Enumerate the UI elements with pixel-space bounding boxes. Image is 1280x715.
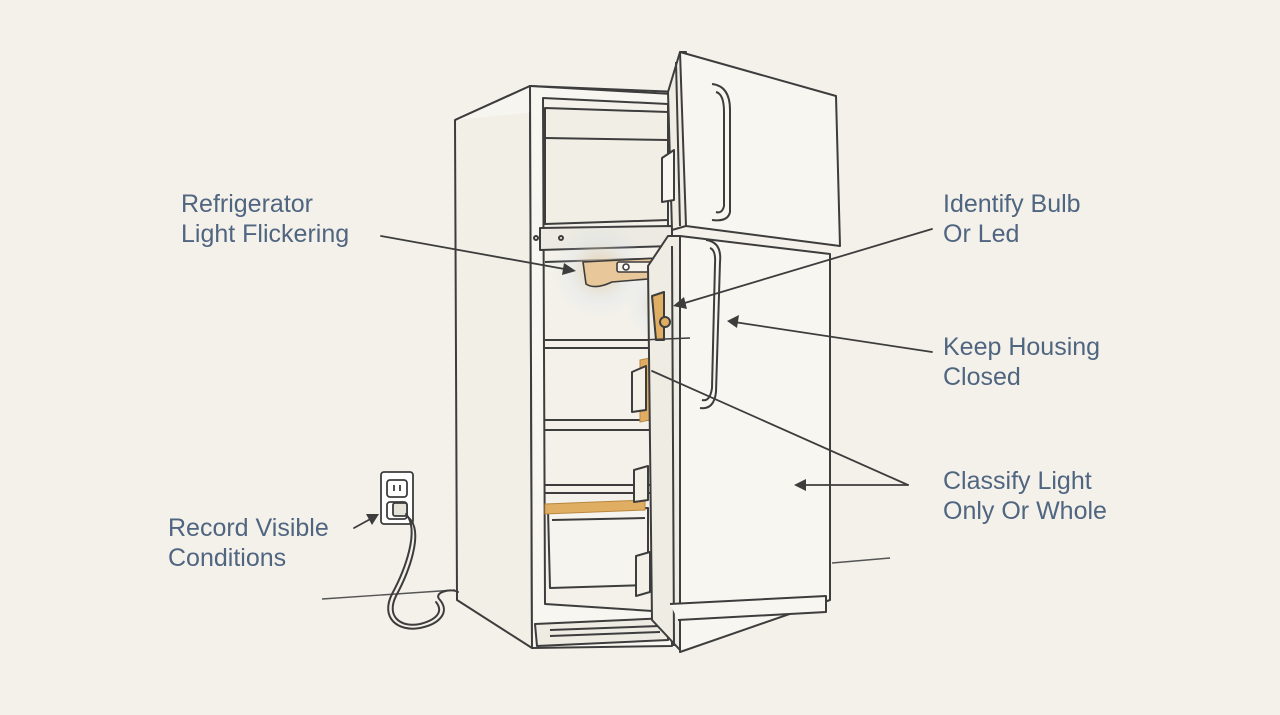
fridge-door [631,235,831,653]
label-keep-housing: Keep Housing Closed [943,332,1100,392]
leader-identify-bulb [677,228,933,306]
leader-keep-housing [733,321,933,353]
label-keep-housing-line-2: Closed [943,363,1021,391]
leader-light-flickering [380,235,571,271]
leader-classify-upper [651,370,909,486]
label-classify-light: Classify Light Only Or Whole [943,466,1107,526]
label-record-conditions-line-1: Record Visible [168,514,329,542]
label-identify-bulb: Identify Bulb Or Led [943,189,1081,249]
arrowhead-light-flickering [562,263,576,275]
arrowhead-classify [794,479,806,491]
power-cord [387,513,459,630]
floor-line [321,557,891,600]
label-identify-bulb-line-2: Or Led [943,220,1020,248]
arrowhead-identify-bulb [673,297,687,309]
label-record-conditions-line-2: Conditions [168,544,287,572]
label-record-conditions: Record Visible Conditions [168,513,329,573]
label-light-flickering: Refrigerator Light Flickering [181,189,349,249]
arrowheads [366,263,806,525]
light-housing [582,257,661,288]
label-classify-light-line-1: Classify Light [943,467,1092,495]
wall-outlet [380,471,414,525]
label-keep-housing-line-1: Keep Housing [943,333,1101,361]
arrowhead-record [366,514,379,525]
label-classify-light-line-2: Only Or Whole [943,497,1107,525]
freezer-door [661,51,841,247]
label-light-flickering-line-2: Light Flickering [181,220,350,248]
label-identify-bulb-line-1: Identify Bulb [943,190,1081,218]
arrowhead-keep-housing [727,315,739,328]
label-light-flickering-line-1: Refrigerator [181,190,313,218]
